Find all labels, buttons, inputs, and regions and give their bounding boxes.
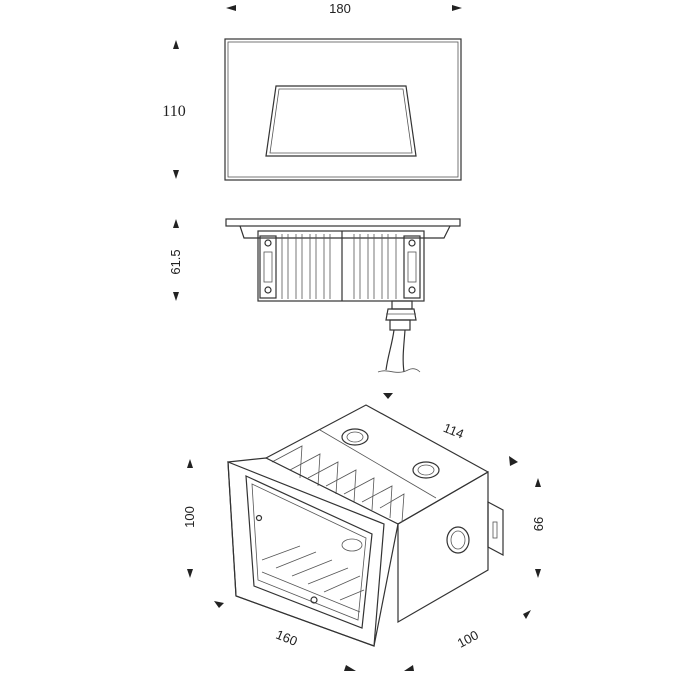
arrow bbox=[214, 601, 224, 608]
side-view: 61.5 bbox=[168, 218, 461, 373]
screw-icon bbox=[310, 596, 318, 604]
inner-hole-icon bbox=[341, 538, 363, 552]
arrow-left bbox=[226, 5, 236, 11]
arrow bbox=[523, 610, 531, 619]
arrow bbox=[509, 456, 518, 466]
front-plate-inner bbox=[227, 41, 459, 178]
box-top-edge bbox=[265, 404, 489, 473]
heat-sink-fins bbox=[281, 231, 397, 301]
box-right-face bbox=[397, 470, 489, 624]
knockout-hole-icon bbox=[446, 526, 470, 554]
cable-gland bbox=[385, 300, 417, 331]
right-bracket bbox=[403, 235, 421, 299]
housing-height-label: 100 bbox=[182, 506, 197, 528]
side-depth-label: 61.5 bbox=[168, 249, 183, 274]
arrow-down bbox=[535, 569, 541, 578]
side-body bbox=[257, 230, 425, 302]
cable-break bbox=[377, 368, 421, 373]
arrow-down bbox=[173, 292, 179, 301]
inner-bottom-ribs bbox=[261, 545, 365, 613]
side-flange bbox=[225, 218, 461, 227]
top-divider bbox=[319, 429, 437, 499]
housing-side-height-label: 99 bbox=[531, 517, 546, 531]
flange-step bbox=[239, 225, 451, 239]
arrow-up bbox=[535, 478, 541, 487]
light-window-inner bbox=[269, 88, 413, 154]
screw-icon bbox=[264, 286, 272, 294]
screw-icon bbox=[408, 286, 416, 294]
arrow-up bbox=[173, 219, 179, 228]
cable bbox=[385, 329, 395, 371]
arrow-right bbox=[452, 5, 462, 11]
top-hole-icon bbox=[341, 428, 369, 446]
front-height-label: 110 bbox=[162, 103, 185, 120]
light-window bbox=[265, 85, 417, 157]
housing-view: 114 100 99 160 100 bbox=[182, 393, 546, 671]
arrow bbox=[344, 665, 356, 671]
housing-length-label: 114 bbox=[441, 420, 466, 442]
front-frame-outer bbox=[227, 457, 399, 647]
cable bbox=[402, 329, 406, 373]
front-frame-outer-edge bbox=[227, 461, 385, 647]
front-view: 180 110 bbox=[162, 1, 462, 181]
interior-ribs bbox=[271, 445, 405, 523]
front-width-label: 180 bbox=[329, 1, 351, 16]
screw-icon bbox=[255, 514, 263, 522]
front-plate-outer bbox=[224, 38, 462, 181]
screw-icon bbox=[408, 239, 416, 247]
arrow bbox=[383, 393, 393, 399]
arrow bbox=[404, 665, 414, 671]
arrow-up bbox=[187, 459, 193, 468]
box-top-right-edge bbox=[397, 471, 489, 525]
arrow-up bbox=[173, 40, 179, 49]
housing-depth-label: 100 bbox=[455, 627, 481, 650]
arrow-down bbox=[187, 569, 193, 578]
top-hole-icon bbox=[412, 461, 440, 479]
tab-slot bbox=[492, 521, 498, 539]
screw-icon bbox=[264, 239, 272, 247]
housing-front-width-label: 160 bbox=[274, 627, 300, 649]
side-tab bbox=[487, 501, 504, 556]
front-frame-inner bbox=[245, 475, 373, 629]
front-frame-inner-lip bbox=[251, 483, 367, 621]
left-bracket bbox=[259, 235, 277, 299]
arrow-down bbox=[173, 170, 179, 179]
